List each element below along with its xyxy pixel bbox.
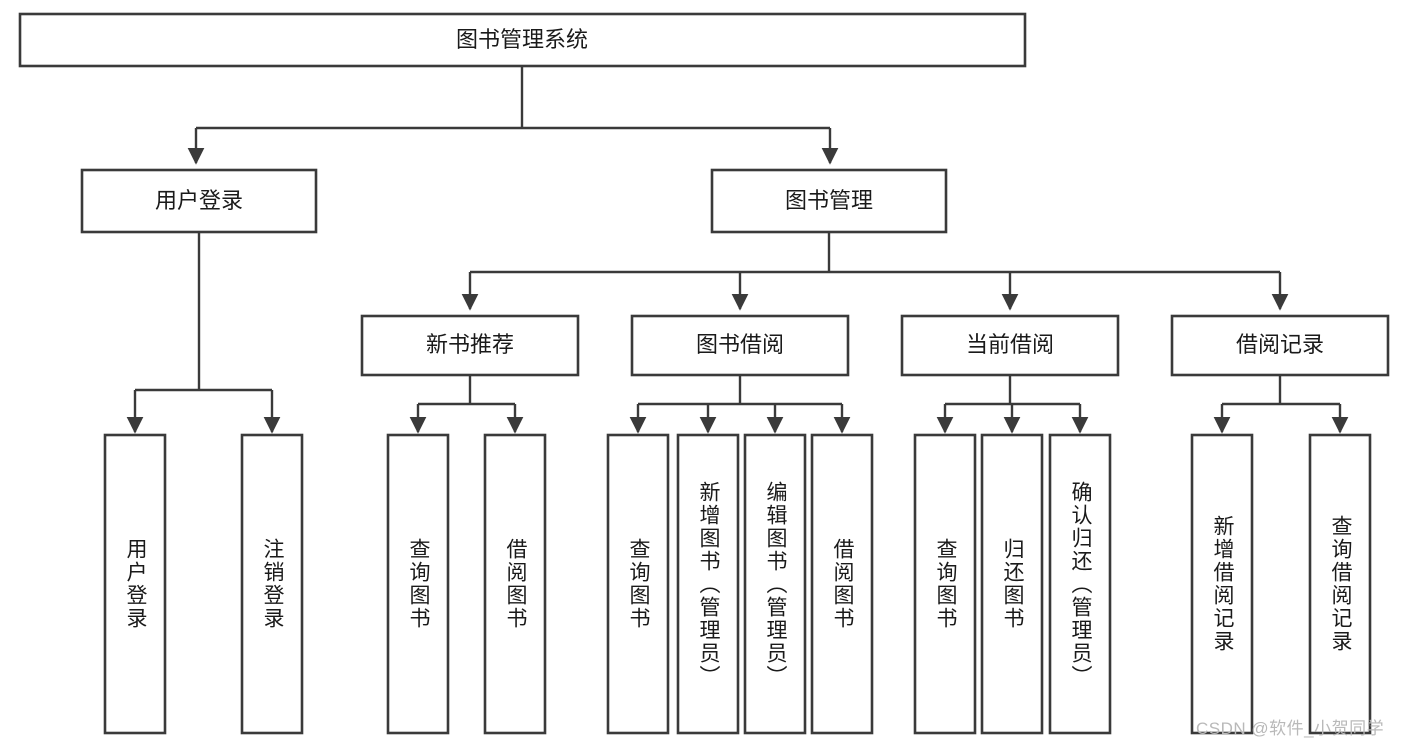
node-borrow-record-rect[interactable]: [1170, 314, 1390, 377]
leaf-logout-rect[interactable]: [240, 433, 304, 735]
leaf-bb-edit-book[interactable]: 编辑图书（管理员）: [743, 433, 807, 735]
leaf-br-add-record[interactable]: 新增借阅记录: [1190, 433, 1254, 735]
node-new-book-recommend-rect[interactable]: [360, 314, 580, 377]
leaf-br-query-record[interactable]: 查询借阅记录: [1308, 433, 1372, 735]
leaf-nbr-query-book-label: 查询图书: [407, 538, 430, 630]
leaf-cb-query-book-rect[interactable]: [913, 433, 977, 735]
node-root[interactable]: 图书管理系统: [18, 12, 1027, 68]
node-user-login[interactable]: 用户登录: [80, 168, 318, 234]
leaf-br-query-record-rect[interactable]: [1308, 433, 1372, 735]
node-current-borrow-label: 当前借阅: [966, 332, 1054, 357]
leaf-cb-confirm-return-rect[interactable]: [1048, 433, 1112, 735]
leaf-bb-edit-book-label: 编辑图书（管理员）: [764, 480, 787, 688]
node-book-manage-rect[interactable]: [710, 168, 948, 234]
leaf-bb-edit-book-rect[interactable]: [743, 433, 807, 735]
leaf-cb-return-book[interactable]: 归还图书: [980, 433, 1044, 735]
leaf-bb-borrow-book[interactable]: 借阅图书: [810, 433, 874, 735]
leaf-logout-label: 注销登录: [261, 538, 284, 630]
leaf-br-add-record-rect[interactable]: [1190, 433, 1254, 735]
leaf-user-login-label: 用户登录: [124, 538, 147, 630]
connectors: [126, 66, 1349, 434]
node-user-login-label: 用户登录: [155, 188, 243, 213]
node-current-borrow[interactable]: 当前借阅: [900, 314, 1120, 377]
node-book-borrow-rect[interactable]: [630, 314, 850, 377]
leaf-bb-borrow-book-label: 借阅图书: [831, 538, 854, 630]
leaf-bb-add-book[interactable]: 新增图书（管理员）: [676, 433, 740, 735]
node-new-book-recommend[interactable]: 新书推荐: [360, 314, 580, 377]
leaf-cb-confirm-return[interactable]: 确认归还（管理员）: [1048, 433, 1112, 735]
node-borrow-record-label: 借阅记录: [1236, 332, 1324, 357]
leaf-nbr-borrow-book-label: 借阅图书: [504, 538, 527, 630]
node-book-manage-label: 图书管理: [785, 188, 873, 213]
leaf-user-login[interactable]: 用户登录: [103, 433, 167, 735]
leaf-bb-borrow-book-rect[interactable]: [810, 433, 874, 735]
node-current-borrow-rect[interactable]: [900, 314, 1120, 377]
leaf-bb-query-book-label: 查询图书: [627, 538, 650, 630]
leaf-logout[interactable]: 注销登录: [240, 433, 304, 735]
leaf-cb-return-book-rect[interactable]: [980, 433, 1044, 735]
leaf-nbr-query-book[interactable]: 查询图书: [386, 433, 450, 735]
leaf-cb-query-book-label: 查询图书: [934, 538, 957, 630]
leaf-cb-query-book[interactable]: 查询图书: [913, 433, 977, 735]
leaf-bb-query-book-rect[interactable]: [606, 433, 670, 735]
node-user-login-rect[interactable]: [80, 168, 318, 234]
leaf-cb-return-book-label: 归还图书: [1001, 538, 1024, 630]
node-new-book-recommend-label: 新书推荐: [426, 332, 514, 357]
leaf-br-add-record-label: 新增借阅记录: [1211, 515, 1234, 653]
node-book-borrow-label: 图书借阅: [696, 332, 784, 357]
leaf-nbr-query-book-rect[interactable]: [386, 433, 450, 735]
node-book-borrow[interactable]: 图书借阅: [630, 314, 850, 377]
leaf-user-login-rect[interactable]: [103, 433, 167, 735]
leaf-nbr-borrow-book[interactable]: 借阅图书: [483, 433, 547, 735]
leaf-nbr-borrow-book-rect[interactable]: [483, 433, 547, 735]
node-root-rect[interactable]: [18, 12, 1027, 68]
node-borrow-record[interactable]: 借阅记录: [1170, 314, 1390, 377]
leaf-bb-query-book[interactable]: 查询图书: [606, 433, 670, 735]
leaf-bb-add-book-rect[interactable]: [676, 433, 740, 735]
leaf-cb-confirm-return-label: 确认归还（管理员）: [1069, 480, 1092, 688]
node-book-manage[interactable]: 图书管理: [710, 168, 948, 234]
leaf-br-query-record-label: 查询借阅记录: [1329, 515, 1352, 653]
leaf-bb-add-book-label: 新增图书（管理员）: [697, 480, 720, 688]
node-root-label: 图书管理系统: [456, 27, 588, 52]
